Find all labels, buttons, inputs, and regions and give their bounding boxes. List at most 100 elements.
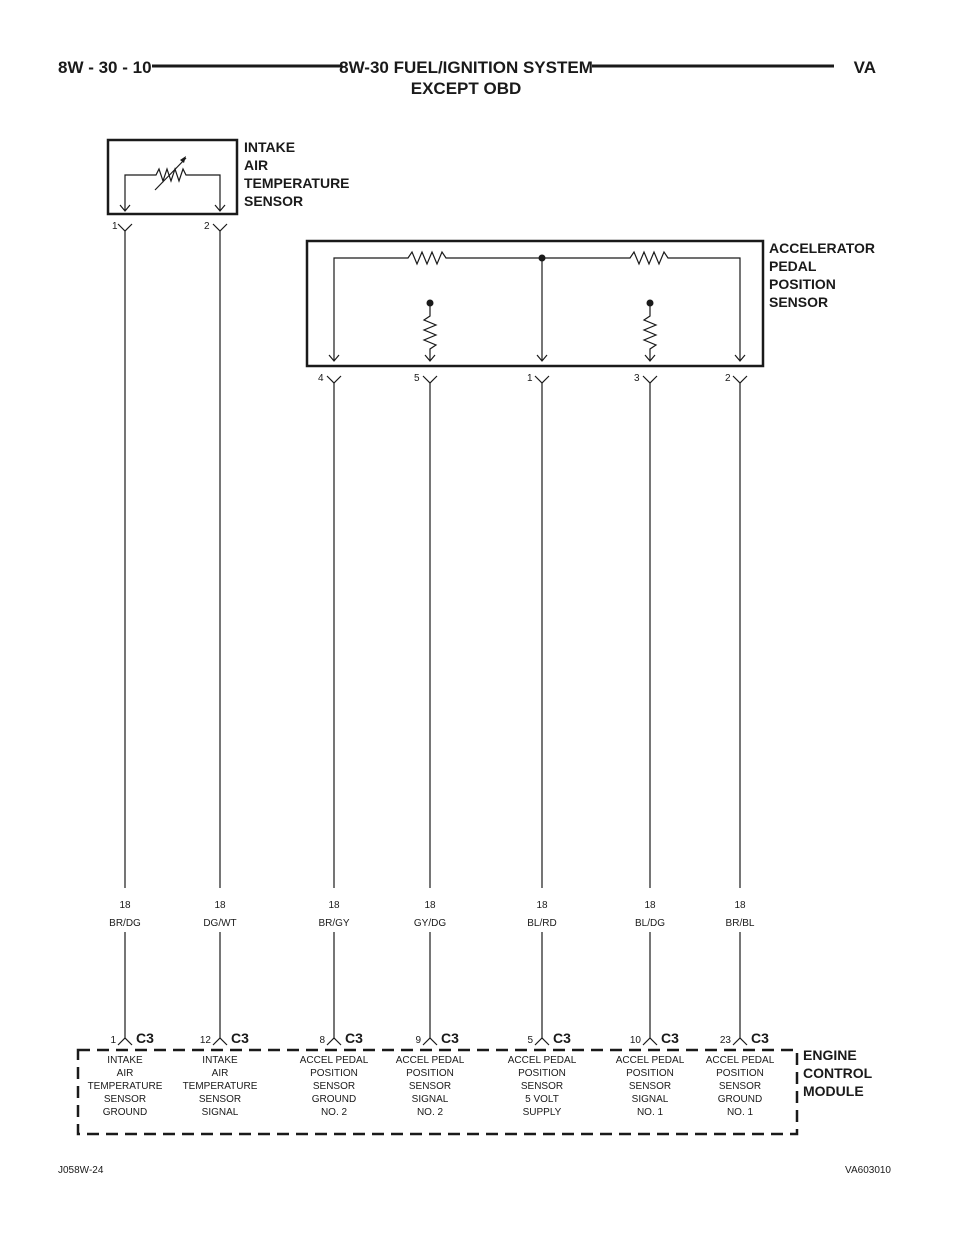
app-terminal-2-icon <box>734 354 746 362</box>
iat-label-line4: SENSOR <box>244 193 303 209</box>
page-title-line2: EXCEPT OBD <box>411 79 522 98</box>
circuit-3-function-line-3: SENSOR <box>313 1081 355 1092</box>
circuit-5-function-line-1: ACCEL PEDAL <box>508 1055 577 1066</box>
circuit-1-connector-id: C3 <box>136 1030 154 1046</box>
app-terminal-3-icon <box>644 354 656 362</box>
app-terminal-4-icon <box>328 354 340 362</box>
circuit-7-ecm-terminal-icon <box>732 1037 748 1046</box>
circuit-2-ecm-terminal-icon <box>212 1037 228 1046</box>
circuit-4-function-line-4: SIGNAL <box>412 1094 449 1105</box>
circuit-4-ecm-pin: 9 <box>415 1035 421 1046</box>
circuit-4-function-line-2: POSITION <box>406 1068 454 1079</box>
iat-pin-1-label: 1 <box>112 221 118 232</box>
iat-pin-2-connector-icon <box>212 223 228 232</box>
circuit-4-connector-id: C3 <box>441 1030 459 1046</box>
circuit-3-function-line-5: NO. 2 <box>321 1107 348 1118</box>
footer-code-right: VA603010 <box>845 1165 891 1176</box>
circuit-3-function-line-2: POSITION <box>310 1068 358 1079</box>
circuit-2-function-line-2: AIR <box>212 1068 229 1079</box>
circuit-5-function-line-4: 5 VOLT <box>525 1094 559 1105</box>
circuit-4-function-line-5: NO. 2 <box>417 1107 444 1118</box>
app-label-line3: POSITION <box>769 276 836 292</box>
app-wiper-2-resistor-icon <box>422 303 438 360</box>
circuit-6-color: BL/DG <box>635 918 665 929</box>
circuit-7-function-line-1: ACCEL PEDAL <box>706 1055 775 1066</box>
ecm-dashed-outline <box>76 1048 799 1136</box>
accelerator-pedal-position-sensor: ACCELERATOR PEDAL POSITION SENSOR 4 5 1 … <box>305 239 875 384</box>
circuit-2-connector-id: C3 <box>231 1030 249 1046</box>
app-terminal-1-icon <box>536 354 548 362</box>
circuit-5-color: BL/RD <box>527 918 556 929</box>
page-number: 8W - 30 - 10 <box>58 58 152 77</box>
circuit-3-function-line-4: GROUND <box>312 1094 356 1105</box>
circuit-1-function-line-2: AIR <box>117 1068 134 1079</box>
circuit-1-ecm-terminal-icon <box>117 1037 133 1046</box>
circuit-7-function-line-2: POSITION <box>716 1068 764 1079</box>
circuit-4-function-line-3: SENSOR <box>409 1081 451 1092</box>
engine-control-module: ENGINE CONTROL MODULE <box>76 1047 873 1136</box>
page-title-line1: 8W-30 FUEL/IGNITION SYSTEM <box>339 58 593 77</box>
circuit-3-function-line-1: ACCEL PEDAL <box>300 1055 369 1066</box>
circuit-5-function-line-3: SENSOR <box>521 1081 563 1092</box>
iat-thermistor-icon <box>124 167 221 210</box>
ecm-label-line1: ENGINE <box>803 1047 857 1063</box>
circuit-1-function-line-5: GROUND <box>103 1107 147 1118</box>
circuit-2-function-line-5: SIGNAL <box>202 1107 239 1118</box>
circuit-3-ecm-pin: 8 <box>319 1035 325 1046</box>
iat-label-line1: INTAKE <box>244 139 295 155</box>
iat-pin-2-terminal-icon <box>214 204 226 212</box>
ecm-label-line2: CONTROL <box>803 1065 873 1081</box>
app-label-line1: ACCELERATOR <box>769 240 875 256</box>
circuit-1-function-line-3: TEMPERATURE <box>88 1081 163 1092</box>
page-header: 8W - 30 - 10 8W-30 FUEL/IGNITION SYSTEM … <box>58 58 876 98</box>
iat-pin-1-connector-icon <box>117 223 133 232</box>
app-pin-2-label: 2 <box>725 373 731 384</box>
circuit-7-color: BR/BL <box>726 918 755 929</box>
circuit-7-function-line-3: SENSOR <box>719 1081 761 1092</box>
circuit-1-color: BR/DG <box>109 918 141 929</box>
circuit-3-connector-id: C3 <box>345 1030 363 1046</box>
iat-arrowhead-icon <box>180 156 186 163</box>
circuit-1-ecm-pin: 1 <box>110 1035 116 1046</box>
circuit-6-ecm-pin: 10 <box>630 1035 642 1046</box>
circuit-6-gauge: 18 <box>644 900 656 911</box>
app-pin-2-connector-icon <box>732 375 748 384</box>
iat-variable-arrow-icon <box>154 157 187 191</box>
circuit-6-function-line-1: ACCEL PEDAL <box>616 1055 685 1066</box>
iat-pin-1-terminal-icon <box>119 204 131 212</box>
app-pin-5-connector-icon <box>422 375 438 384</box>
circuit-6-function-line-5: NO. 1 <box>637 1107 664 1118</box>
ecm-label-line3: MODULE <box>803 1083 864 1099</box>
circuit-5-connector-id: C3 <box>553 1030 571 1046</box>
app-pin-5-label: 5 <box>414 373 420 384</box>
circuit-5-function-line-5: SUPPLY <box>523 1107 562 1118</box>
app-pin-1-label: 1 <box>527 373 533 384</box>
app-label-line2: PEDAL <box>769 258 817 274</box>
intake-air-temperature-sensor: INTAKE AIR TEMPERATURE SENSOR 1 2 <box>106 138 350 232</box>
circuit-5-ecm-terminal-icon <box>534 1037 550 1046</box>
circuit-3-color: BR/GY <box>318 918 349 929</box>
circuit-1-gauge: 18 <box>119 900 131 911</box>
circuit-2-ecm-pin: 12 <box>200 1035 212 1046</box>
circuit-4-function-line-1: ACCEL PEDAL <box>396 1055 465 1066</box>
circuit-1-function-line-1: INTAKE <box>107 1055 143 1066</box>
circuit-7-connector-id: C3 <box>751 1030 769 1046</box>
circuit-7-ecm-pin: 23 <box>720 1035 732 1046</box>
iat-label-line2: AIR <box>244 157 268 173</box>
circuit-4-ecm-terminal-icon <box>422 1037 438 1046</box>
circuit-7-function-line-5: NO. 1 <box>727 1107 754 1118</box>
app-pin-4-connector-icon <box>326 375 342 384</box>
circuit-4-color: GY/DG <box>414 918 446 929</box>
iat-sensor-box <box>106 138 239 216</box>
circuit-1-function-line-4: SENSOR <box>104 1094 146 1105</box>
circuit-5-function-line-2: POSITION <box>518 1068 566 1079</box>
circuit-5-ecm-pin: 5 <box>527 1035 533 1046</box>
circuit-2-color: DG/WT <box>203 918 236 929</box>
circuit-6-function-line-3: SENSOR <box>629 1081 671 1092</box>
iat-label-line3: TEMPERATURE <box>244 175 350 191</box>
circuit-5-gauge: 18 <box>536 900 548 911</box>
circuit-6-function-line-4: SIGNAL <box>632 1094 669 1105</box>
app-pin-3-label: 3 <box>634 373 640 384</box>
